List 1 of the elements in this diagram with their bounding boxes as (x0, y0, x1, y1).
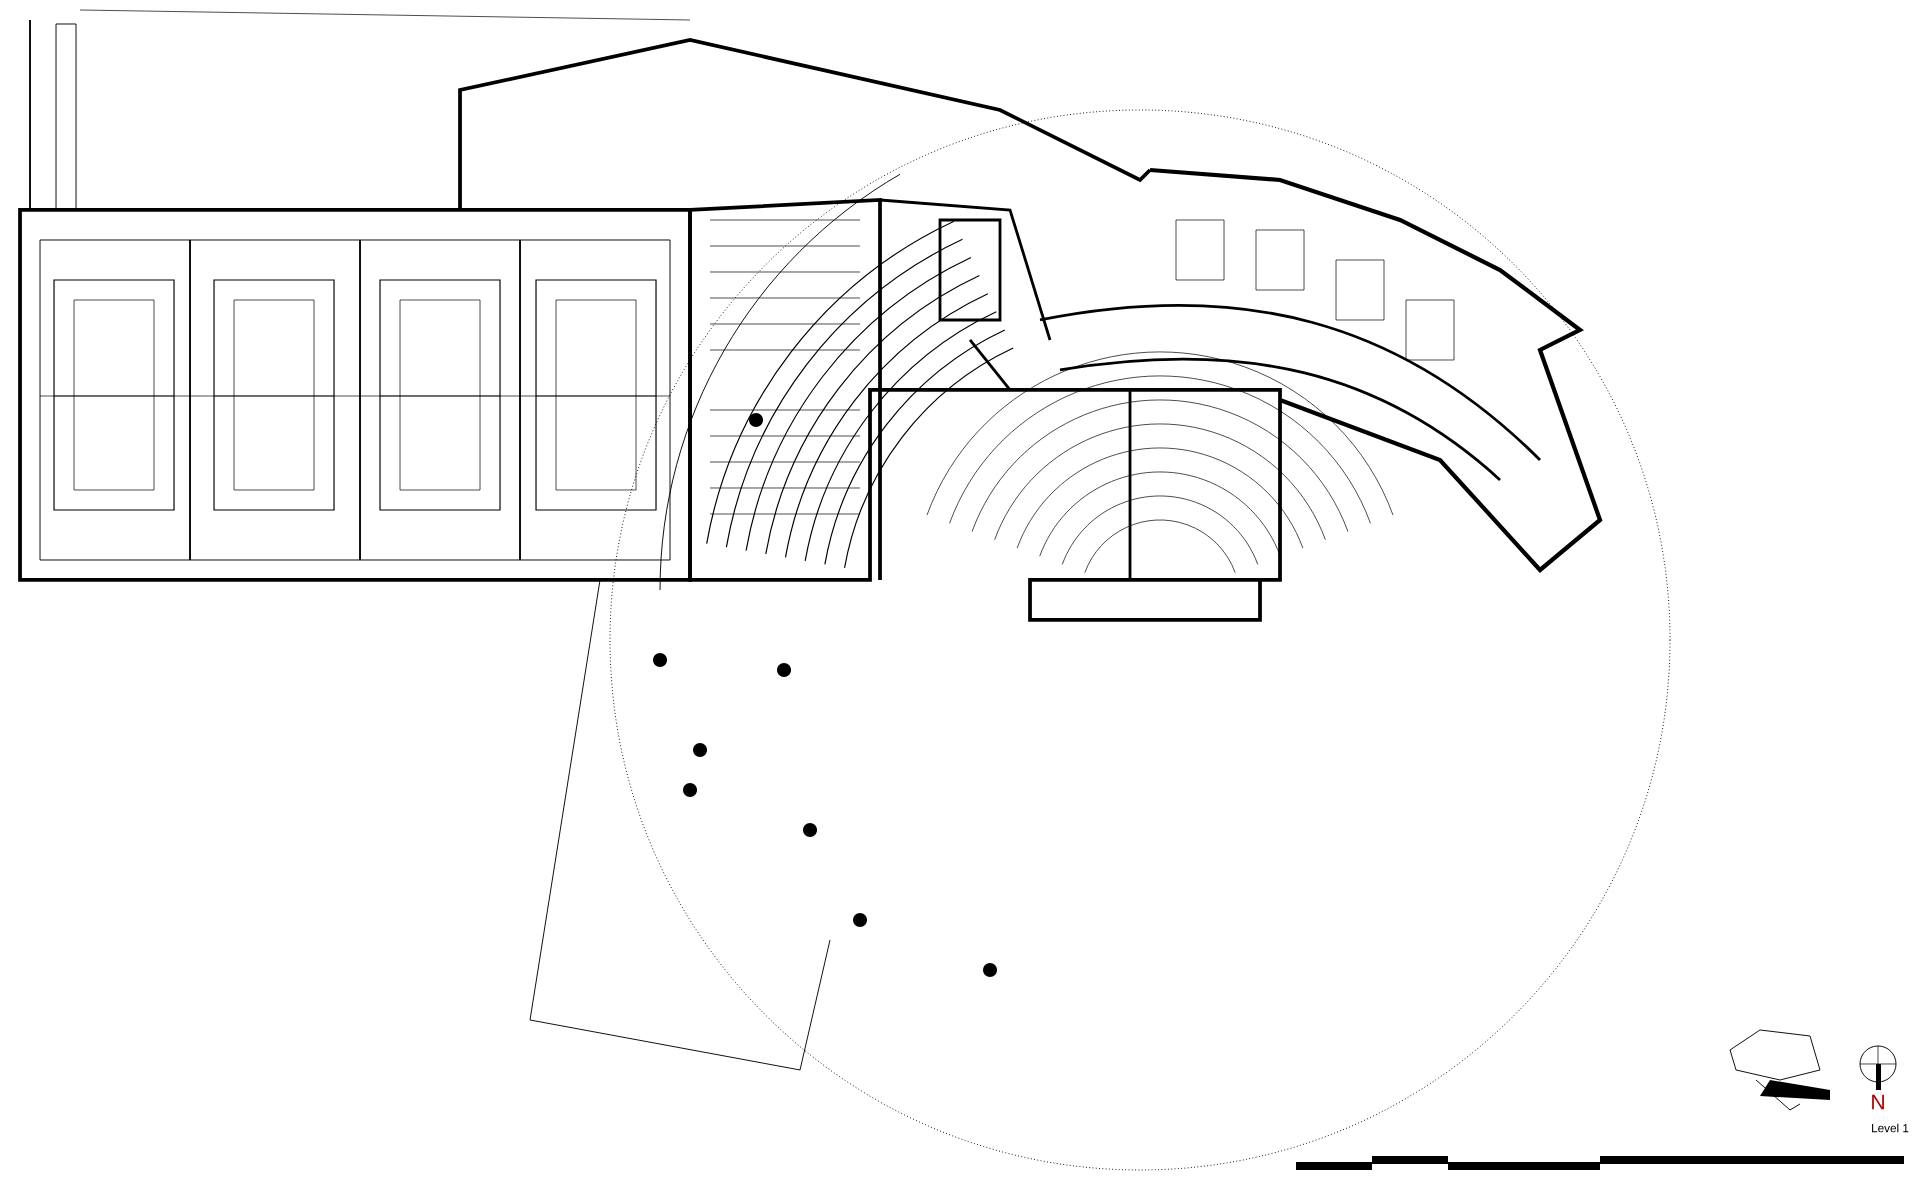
north-label: N (1872, 1094, 1884, 1110)
